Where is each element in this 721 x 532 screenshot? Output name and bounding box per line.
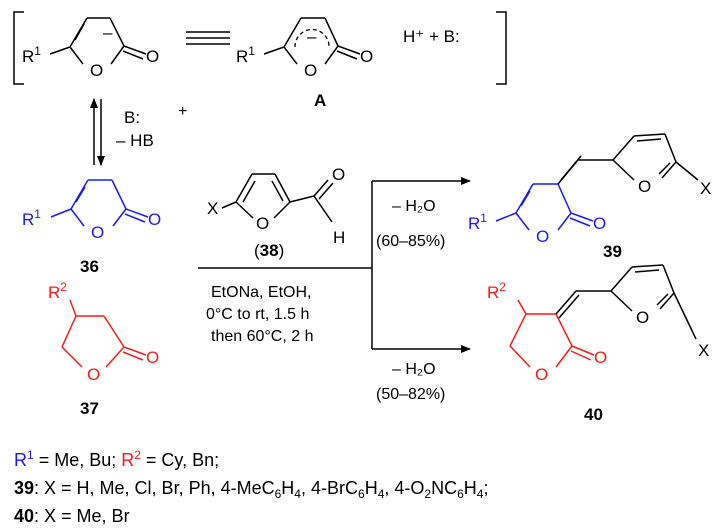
ring-oxygen-36: O <box>91 223 104 242</box>
left-bracket <box>13 11 24 85</box>
carbonyl-oxygen-37: O <box>146 348 159 367</box>
equilibrium-arrows <box>90 98 105 166</box>
proton-plus-base: H⁺ + B: <box>403 27 460 46</box>
ring-oxygen-37: O <box>87 365 100 384</box>
compound-label-39: 39 <box>603 242 622 261</box>
furan-oxygen-40: O <box>636 308 649 327</box>
r1-values: = Me, Bu; <box>33 450 122 470</box>
right-bracket <box>496 11 507 85</box>
substituent-notes: R1 = Me, Bu; R2 = Cy, Bn; 39: X = H, Me,… <box>14 446 714 530</box>
r2-note: R2 <box>121 448 141 470</box>
r2-values: = Cy, Bn; <box>140 450 220 470</box>
note-line-1: R1 = Me, Bu; R2 = Cy, Bn; <box>14 446 714 474</box>
condition-line-2: 0°C to rt, 1.5 h <box>206 306 309 323</box>
lactone-37: O O R2 <box>48 280 159 384</box>
carbonyl-oxygen-40: O <box>594 348 607 367</box>
condition-line-1: EtONa, EtOH, <box>211 284 311 301</box>
ring-oxygen-40: O <box>535 365 548 384</box>
r2-label-37: R2 <box>48 280 67 302</box>
anion-charge-left: – <box>103 23 113 42</box>
r1-label-36: R1 <box>22 207 41 229</box>
water-loss-top: – H₂O <box>392 198 436 215</box>
compound-label-A: A <box>314 91 326 110</box>
substituent-x-39: X <box>700 179 711 198</box>
r1-label-A: R1 <box>236 44 255 66</box>
compound-label-38: (38) <box>254 241 284 260</box>
note-39-label: 39 <box>14 478 35 498</box>
note-line-3: 40: X = Me, Br <box>14 506 130 526</box>
aldehyde-hydrogen: H <box>333 228 345 247</box>
ring-oxygen-38: O <box>256 214 269 233</box>
carbonyl-oxygen-36: O <box>148 210 161 229</box>
furan-oxygen-39: O <box>638 177 651 196</box>
plus-sign: + <box>178 103 187 120</box>
r1-note: R1 <box>14 448 34 470</box>
yield-bottom: (50–82%) <box>376 386 445 403</box>
base-reagent: B: <box>124 108 140 127</box>
ring-oxygen-left: O <box>90 61 103 80</box>
carbonyl-oxygen-39: O <box>593 214 606 233</box>
product-40: O O R2 O X <box>487 264 709 384</box>
product-39: O O R1 O X <box>468 133 711 246</box>
carbonyl-oxygen-left: O <box>146 47 159 66</box>
carbonyl-oxygen-A: O <box>360 47 373 66</box>
butenolide-36: O O R1 <box>22 179 161 242</box>
note-40-label: 40 <box>14 506 35 526</box>
furanone-anion-delocalized: – O O R1 <box>236 17 373 80</box>
ring-oxygen-39: O <box>536 227 549 246</box>
furanone-anion-left: – O O R1 <box>22 17 159 80</box>
yield-top: (60–85%) <box>376 233 445 250</box>
furaldehyde-38: O O H X <box>207 165 345 247</box>
minus-hb: – HB <box>116 131 154 150</box>
r1-label-39: R1 <box>468 211 487 233</box>
compound-label-36: 36 <box>80 257 99 276</box>
ring-oxygen-A: O <box>304 61 317 80</box>
substituent-x-38: X <box>207 199 218 218</box>
compound-label-37: 37 <box>80 399 99 418</box>
condition-line-3: then 60°C, 2 h <box>211 328 313 345</box>
compound-label-40: 40 <box>584 405 603 424</box>
aldehyde-oxygen-38: O <box>332 165 345 184</box>
note-line-2: 39: X = H, Me, Cl, Br, Ph, 4-MeC6H4, 4-B… <box>14 478 489 501</box>
anion-charge-delocalized: – <box>307 27 317 46</box>
r2-label-40: R2 <box>487 280 506 302</box>
equivalence-sign <box>186 31 230 45</box>
r1-label-left: R1 <box>22 44 41 66</box>
substituent-x-40: X <box>698 341 709 360</box>
water-loss-bottom: – H₂O <box>392 361 436 378</box>
